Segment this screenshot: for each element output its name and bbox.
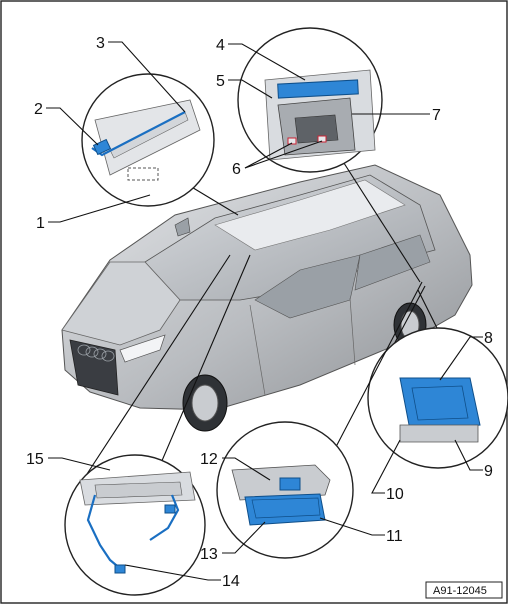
figure-reference-label: A91-12045 xyxy=(433,585,487,597)
callout-10: 10 xyxy=(386,486,404,503)
callout-14: 14 xyxy=(222,573,240,590)
callout-2: 2 xyxy=(34,101,43,118)
detail-circle-4 xyxy=(216,281,423,559)
callout-12: 12 xyxy=(200,451,218,468)
callout-3: 3 xyxy=(96,35,105,52)
callout-9: 9 xyxy=(484,463,493,480)
detail-circle-2 xyxy=(237,27,421,283)
callout-15: 15 xyxy=(26,451,44,468)
callout-4: 4 xyxy=(216,37,225,54)
callout-labels: 1 2 3 4 5 6 7 8 9 10 11 12 13 14 15 xyxy=(26,35,493,590)
callout-8: 8 xyxy=(484,330,493,347)
callout-13: 13 xyxy=(200,546,218,563)
callout-11: 11 xyxy=(386,528,403,545)
vehicle-illustration xyxy=(61,164,473,432)
callout-6: 6 xyxy=(232,161,241,178)
detail-circle-5 xyxy=(64,254,251,596)
figure-reference: A91-12045 xyxy=(425,581,503,599)
callout-5: 5 xyxy=(216,73,225,90)
callout-leaders xyxy=(46,41,483,581)
callout-7: 7 xyxy=(432,107,441,124)
detail-circle-3 xyxy=(367,285,508,469)
callout-1: 1 xyxy=(36,215,45,232)
